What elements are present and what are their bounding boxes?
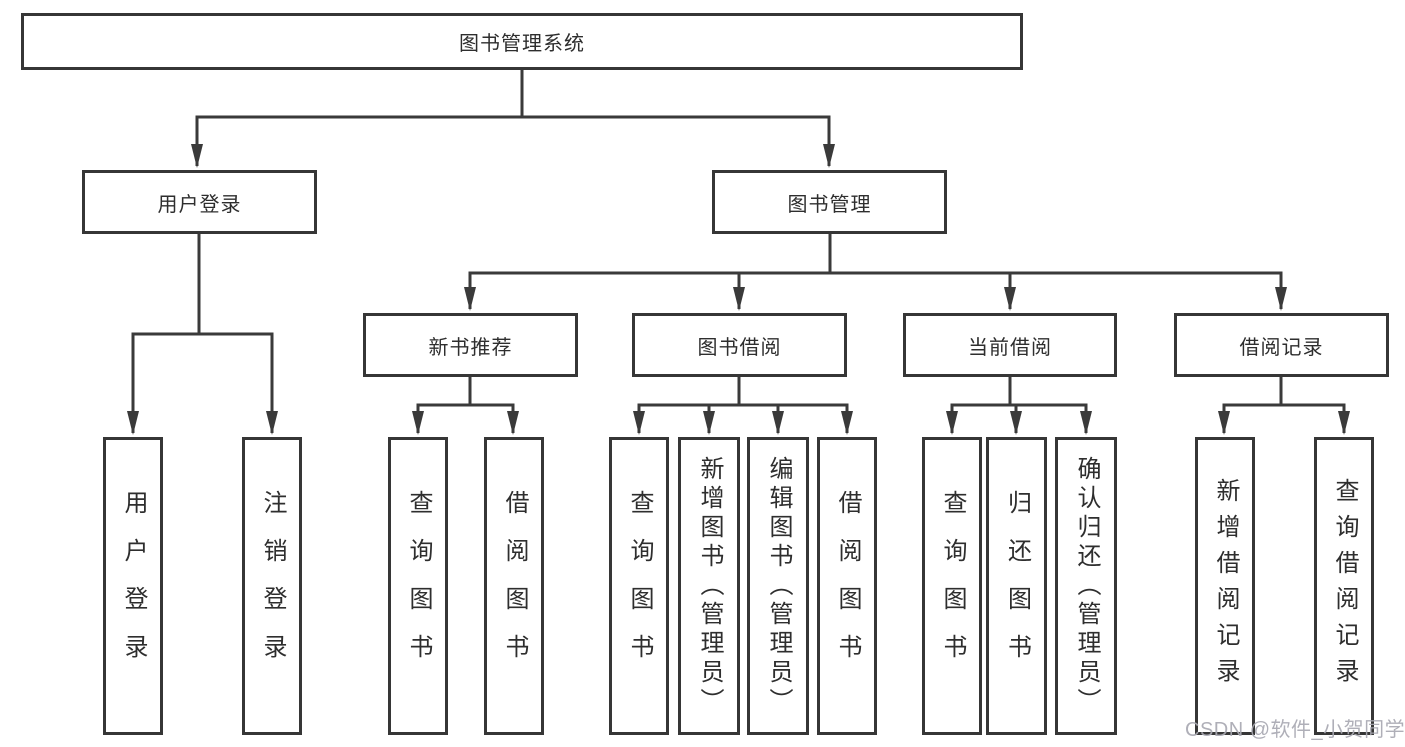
leaf-confirm-return-admin-label: 确认归还（管理员） <box>1073 455 1100 717</box>
leaf-borrow-books-recommend-label: 借阅图书 <box>501 490 528 682</box>
leaf-return-books-label: 归还图书 <box>1003 490 1031 682</box>
leaf-add-books-admin: 新增图书（管理员） <box>678 437 740 735</box>
leaf-edit-books-admin: 编辑图书（管理员） <box>747 437 809 735</box>
node-user-login-label: 用户登录 <box>157 193 242 216</box>
node-current-borrow: 当前借阅 <box>903 313 1117 377</box>
node-current-borrow-label: 当前借阅 <box>968 336 1052 359</box>
node-book-management-label: 图书管理 <box>787 193 872 216</box>
node-borrow-records-label: 借阅记录 <box>1239 336 1324 359</box>
node-root-library-system: 图书管理系统 <box>21 13 1023 70</box>
leaf-logout-login: 注销登录 <box>242 437 302 735</box>
leaf-borrow-books-label: 借阅图书 <box>834 490 861 682</box>
leaf-borrow-books-recommend: 借阅图书 <box>484 437 544 735</box>
node-borrow-records: 借阅记录 <box>1174 313 1389 377</box>
leaf-query-books-current-label: 查询图书 <box>939 490 966 682</box>
node-new-book-recommend-label: 新书推荐 <box>428 336 513 359</box>
node-user-login: 用户登录 <box>82 170 317 234</box>
leaf-add-borrow-record: 新增借阅记录 <box>1195 437 1255 735</box>
csdn-watermark: CSDN @软件_小贺同学 <box>1185 719 1405 741</box>
leaf-borrow-books: 借阅图书 <box>817 437 877 735</box>
leaf-user-login: 用户登录 <box>103 437 163 735</box>
leaf-user-login-label: 用户登录 <box>120 490 147 682</box>
leaf-edit-books-admin-label: 编辑图书（管理员） <box>765 455 792 717</box>
leaf-query-books-recommend: 查询图书 <box>388 437 448 735</box>
leaf-query-borrow-record: 查询借阅记录 <box>1314 437 1374 735</box>
leaf-query-books-borrow-label: 查询图书 <box>626 490 653 682</box>
node-root-label: 图书管理系统 <box>459 33 585 55</box>
leaf-add-borrow-record-label: 新增借阅记录 <box>1212 478 1239 694</box>
node-new-book-recommend: 新书推荐 <box>363 313 578 377</box>
leaf-logout-login-label: 注销登录 <box>259 490 286 682</box>
node-book-management: 图书管理 <box>712 170 947 234</box>
leaf-confirm-return-admin: 确认归还（管理员） <box>1055 437 1117 735</box>
leaf-query-books-recommend-label: 查询图书 <box>405 490 432 682</box>
leaf-query-books-current: 查询图书 <box>922 437 982 735</box>
node-book-borrow-label: 图书借阅 <box>697 336 782 359</box>
leaf-return-books: 归还图书 <box>986 437 1047 735</box>
node-book-borrow: 图书借阅 <box>632 313 847 377</box>
leaf-query-books-borrow: 查询图书 <box>609 437 669 735</box>
leaf-add-books-admin-label: 新增图书（管理员） <box>696 455 723 717</box>
leaf-query-borrow-record-label: 查询借阅记录 <box>1331 478 1358 694</box>
